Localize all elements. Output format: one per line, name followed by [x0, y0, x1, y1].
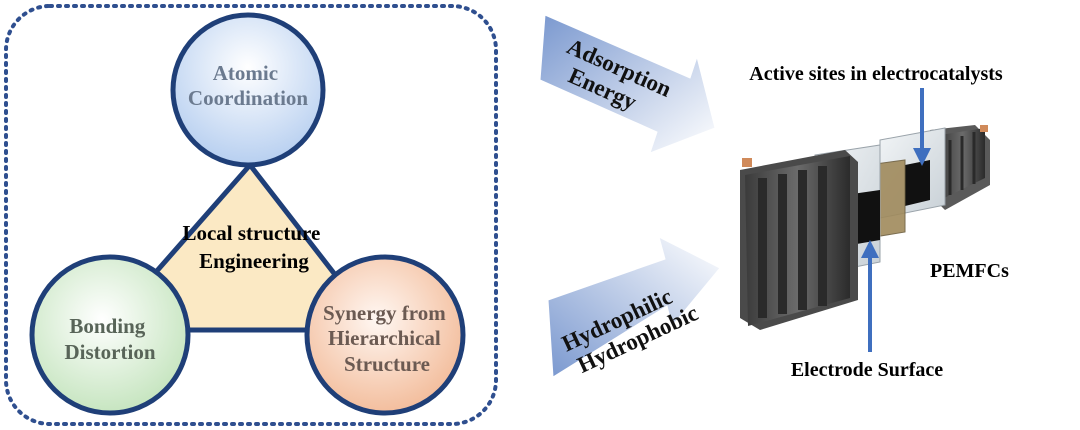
bonding-distortion-circle	[29, 254, 191, 416]
bonding-label-line2: Distortion	[65, 340, 156, 364]
front-bipolar-plate	[740, 150, 858, 330]
atomic-label-line2: Coordination	[188, 86, 309, 110]
back-catalyst-layer	[905, 160, 930, 206]
adsorption-energy-arrow: Adsorption Energy	[539, 14, 716, 154]
svg-text:Bonding Distortion: Bonding Distortion	[65, 314, 156, 364]
synergy-label-line3: Structure	[344, 352, 430, 376]
center-label-line1: Local structure	[182, 221, 320, 245]
synergy-circle	[304, 254, 466, 416]
svg-text:Local structure Engineerin: Local structure Engineering	[182, 221, 325, 273]
svg-text:Atomic Coordination: Atomic Coordination	[188, 61, 309, 110]
left-panel-border	[4, 4, 498, 426]
bonding-label-line1: Bonding	[69, 314, 145, 338]
pemfcs-label: PEMFCs	[930, 260, 1009, 282]
atomic-coordination-circle	[170, 12, 326, 168]
synergy-label-line2: Hierarchical	[328, 326, 441, 350]
atomic-label-line1: Atomic	[213, 61, 278, 85]
center-label-line2: Engineering	[199, 249, 309, 273]
pemfc-exploded-view	[740, 88, 990, 352]
active-sites-label: Active sites in electrocatalysts	[749, 63, 1003, 85]
electrode-surface-label: Electrode Surface	[791, 359, 943, 381]
hydrophilic-hydrophobic-arrow: Hydrophilic Hydrophobic	[547, 236, 721, 378]
svg-text:Synergy from Hierarchical: Synergy from Hierarchical Structure	[323, 301, 451, 376]
synergy-label-line1: Synergy from	[323, 301, 446, 325]
